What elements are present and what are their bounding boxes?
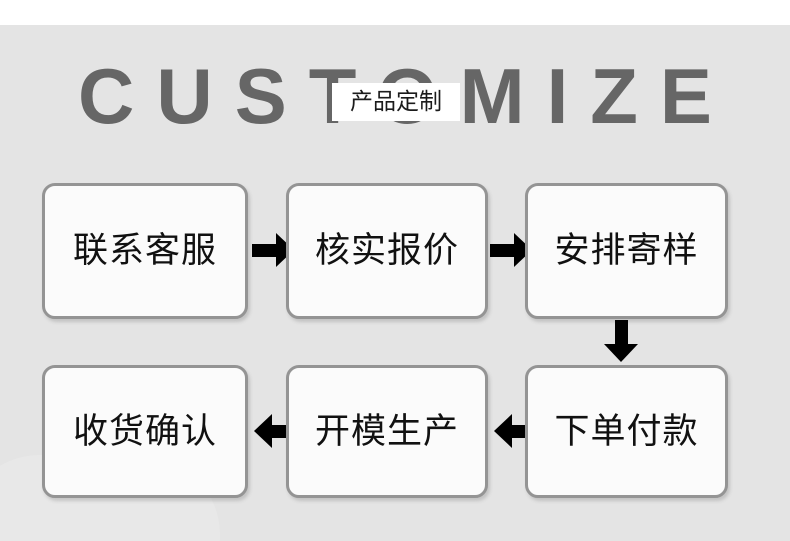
flow-step-receive[interactable]: 收货确认 [42, 365, 248, 498]
flow-step-quote[interactable]: 核实报价 [286, 183, 488, 319]
arrow-shaft [252, 244, 278, 257]
arrow-head [494, 414, 512, 448]
arrow-shaft [615, 320, 628, 346]
flow-step-label: 下单付款 [554, 411, 699, 452]
flow-step-label: 安排寄样 [554, 231, 699, 271]
product-customization-badge: 产品定制 [332, 83, 460, 121]
arrow-shaft [490, 244, 516, 257]
flow-step-sample[interactable]: 安排寄样 [525, 183, 728, 319]
flow-step-label: 收货确认 [72, 411, 217, 452]
flow-step-pay[interactable]: 下单付款 [525, 365, 728, 498]
flow-step-label: 联系客服 [72, 231, 217, 271]
arrow-down-icon [604, 320, 639, 364]
flow-step-label: 开模生产 [314, 411, 459, 452]
arrow-head [254, 414, 272, 448]
flow-step-produce[interactable]: 开模生产 [286, 365, 488, 498]
flow-step-label: 核实报价 [314, 231, 459, 271]
arrow-head [604, 344, 638, 362]
badge-label: 产品定制 [350, 88, 442, 115]
flow-step-contact[interactable]: 联系客服 [42, 183, 248, 319]
